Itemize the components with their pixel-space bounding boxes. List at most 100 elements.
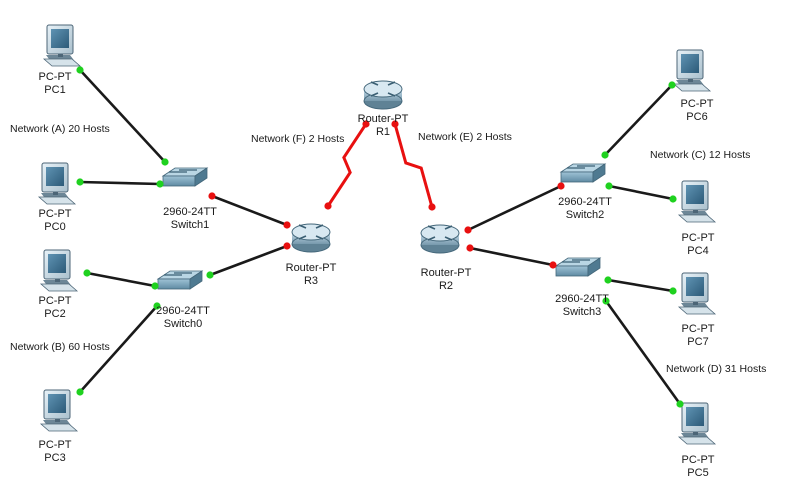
switch-icon [161, 167, 209, 187]
network-label-f: Network (F) 2 Hosts [251, 133, 344, 145]
network-label-d: Network (D) 31 Hosts [666, 363, 766, 375]
ports-layer [76, 66, 684, 408]
pc5-model-label: PC-PT [682, 454, 715, 466]
router-icon [363, 80, 403, 110]
sw2-name-label: Switch2 [566, 209, 605, 221]
ethernet-link-pc0-sw1 [79, 180, 161, 186]
port-down-sw3 [549, 261, 557, 269]
links-layer [79, 69, 682, 405]
pc-icon [677, 402, 717, 445]
pc0-model-label: PC-PT [39, 208, 72, 220]
port-up-pc6 [668, 81, 676, 89]
pc5-name-label: PC5 [687, 467, 708, 479]
r2-name-label: R2 [439, 280, 453, 292]
pc3-name-label: PC3 [44, 452, 65, 464]
network-label-c: Network (C) 12 Hosts [650, 149, 750, 161]
network-label-e: Network (E) 2 Hosts [418, 131, 512, 143]
pc6-model-label: PC-PT [681, 98, 714, 110]
pc2-model-label: PC-PT [39, 295, 72, 307]
pc-icon [39, 249, 79, 292]
sw3-device[interactable] [554, 257, 602, 277]
port-up-sw2 [605, 182, 613, 190]
ethernet-link-sw2-pc6 [604, 84, 673, 156]
sw2-model-label: 2960-24TT [558, 196, 612, 208]
port-down-r1 [362, 120, 370, 128]
ethernet-link-pc1-sw1 [79, 69, 166, 163]
router-icon [291, 223, 331, 253]
ethernet-link-sw0-r3 [209, 244, 288, 277]
sw1-model-label: 2960-24TT [163, 206, 217, 218]
pc0-name-label: PC0 [44, 221, 65, 233]
pc5-device[interactable] [677, 402, 717, 445]
port-up-pc3 [76, 388, 84, 396]
sw0-device[interactable] [156, 270, 204, 290]
r1-model-label: Router-PT [358, 113, 409, 125]
port-up-sw0 [151, 282, 159, 290]
switch-icon [559, 163, 607, 183]
pc-icon [677, 180, 717, 223]
pc6-device[interactable] [672, 49, 712, 92]
pc-icon [37, 162, 77, 205]
port-up-pc4 [669, 195, 677, 203]
ethernet-link-sw3-pc7 [607, 278, 674, 293]
pc7-device[interactable] [677, 272, 717, 315]
pc0-device[interactable] [37, 162, 77, 205]
labels-layer: Network (A) 20 Hosts Network (B) 60 Host… [10, 71, 766, 479]
ethernet-link-sw2-pc4 [608, 184, 674, 201]
pc3-device[interactable] [39, 389, 79, 432]
port-down-r2 [464, 226, 472, 234]
pc3-model-label: PC-PT [39, 439, 72, 451]
pc7-name-label: PC7 [687, 336, 708, 348]
pc7-model-label: PC-PT [682, 323, 715, 335]
pc1-name-label: PC1 [44, 84, 65, 96]
r3-device[interactable] [291, 223, 331, 253]
port-up-sw1 [156, 180, 164, 188]
devices-layer [37, 24, 717, 445]
sw3-model-label: 2960-24TT [555, 293, 609, 305]
network-label-b: Network (B) 60 Hosts [10, 341, 110, 353]
serial-link-r1-r2 [393, 123, 434, 208]
port-down-r2 [428, 203, 436, 211]
pc2-name-label: PC2 [44, 308, 65, 320]
r2-device[interactable] [420, 224, 460, 254]
ethernet-link-pc3-sw0 [79, 305, 158, 393]
pc1-model-label: PC-PT [39, 71, 72, 83]
pc1-device[interactable] [42, 24, 82, 67]
r1-name-label: R1 [376, 126, 390, 138]
port-down-r1 [391, 120, 399, 128]
switch-icon [156, 270, 204, 290]
router-icon [420, 224, 460, 254]
port-up-sw1 [161, 158, 169, 166]
pc-icon [42, 24, 82, 67]
port-down-r3 [283, 221, 291, 229]
port-up-sw2 [601, 151, 609, 159]
ethernet-link-sw1-r3 [211, 194, 288, 227]
network-label-a: Network (A) 20 Hosts [10, 123, 110, 135]
sw0-model-label: 2960-24TT [156, 305, 210, 317]
serial-link-r3-r1 [326, 123, 368, 207]
port-up-pc7 [669, 287, 677, 295]
pc4-device[interactable] [677, 180, 717, 223]
pc6-name-label: PC6 [686, 111, 707, 123]
r3-name-label: R3 [304, 275, 318, 287]
sw1-device[interactable] [161, 167, 209, 187]
port-up-sw0 [206, 271, 214, 279]
pc4-name-label: PC4 [687, 245, 708, 257]
ethernet-link-r2-sw3 [469, 246, 554, 267]
sw0-name-label: Switch0 [164, 318, 203, 330]
r1-device[interactable] [363, 80, 403, 110]
port-up-sw3 [604, 276, 612, 284]
port-down-r3 [283, 242, 291, 250]
port-down-r3 [324, 202, 332, 210]
port-up-sw0 [153, 302, 161, 310]
port-up-pc2 [83, 269, 91, 277]
r3-model-label: Router-PT [286, 262, 337, 274]
switch-icon [554, 257, 602, 277]
pc2-device[interactable] [39, 249, 79, 292]
port-up-pc5 [676, 400, 684, 408]
ethernet-link-pc2-sw0 [86, 271, 156, 288]
port-up-pc1 [76, 66, 84, 74]
r2-model-label: Router-PT [421, 267, 472, 279]
sw2-device[interactable] [559, 163, 607, 183]
